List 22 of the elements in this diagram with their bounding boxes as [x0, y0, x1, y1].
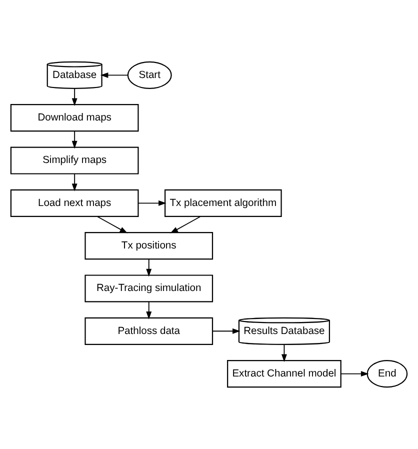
node-ellipse: Start [127, 61, 172, 89]
node-box: Tx positions [84, 232, 214, 260]
arrow [146, 258, 152, 277]
node-box: Load next maps [10, 189, 139, 217]
node-box: Tx placement algorithm [164, 189, 282, 217]
arrow [340, 371, 369, 377]
node-box: Pathloss data [84, 317, 214, 345]
arrow [138, 200, 166, 206]
arrow [72, 173, 78, 192]
arrow [212, 328, 240, 334]
node-box: Simplify maps [10, 146, 139, 174]
arrow [72, 130, 78, 149]
arrow [96, 216, 128, 234]
arrow [170, 216, 201, 234]
node-box: Extract Channel model [227, 360, 342, 388]
arrow [281, 344, 287, 362]
arrow [146, 301, 152, 320]
arrow [72, 88, 78, 106]
node-ellipse: End [366, 360, 408, 388]
node-box: Ray-Tracing simulation [84, 274, 214, 302]
arrow [100, 72, 128, 78]
node-box: Download maps [10, 104, 139, 132]
